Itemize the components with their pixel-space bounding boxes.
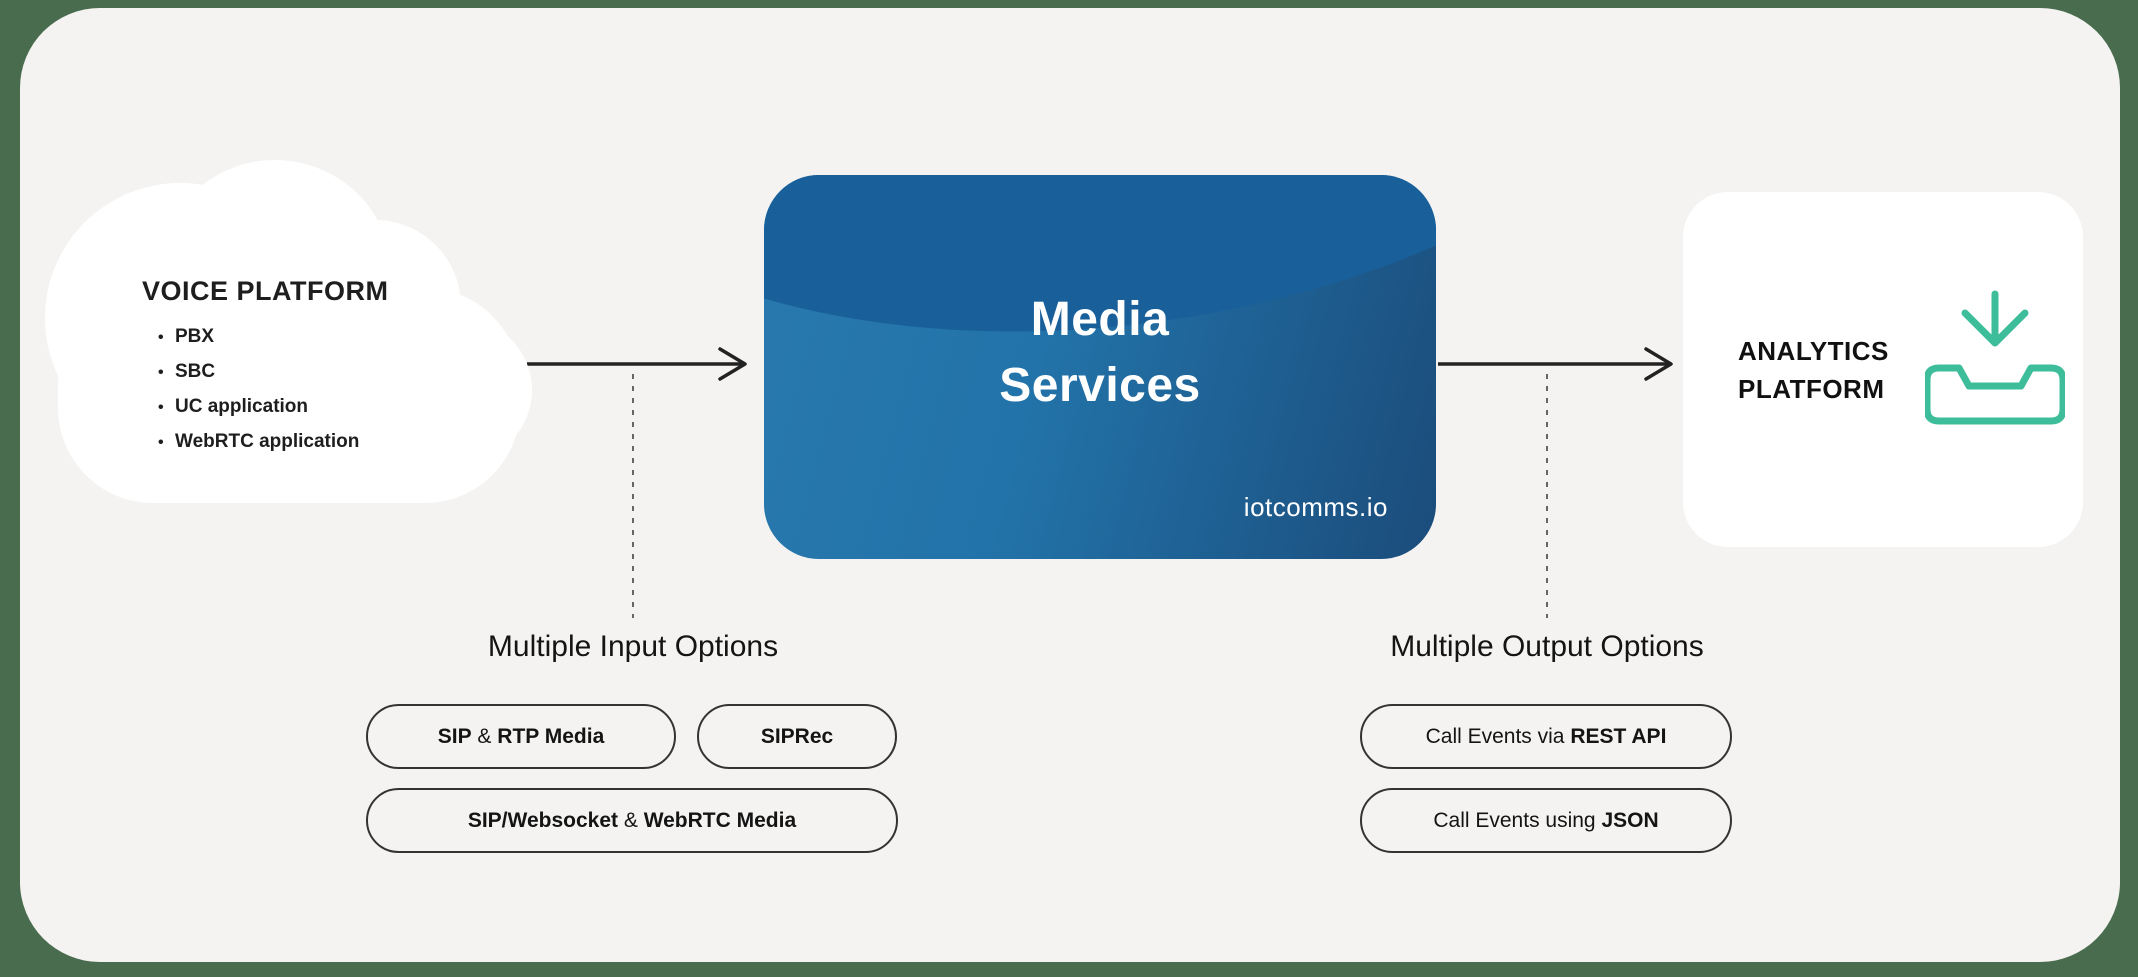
bullet-icon: • [158,364,164,381]
analytics-platform-box: ANALYTICS PLATFORM [1683,192,2083,547]
cloud-shape-icon [45,160,532,503]
brand-label: iotcomms.io [1243,492,1388,522]
download-inbox-icon [1925,290,2065,425]
voice-platform-cloud: VOICE PLATFORM •PBX •SBC •UC application… [40,148,535,510]
pill-call-events-json: Call Events using JSON [1360,788,1732,853]
analytics-platform-title: ANALYTICS PLATFORM [1738,336,1889,404]
pill-sip-rtp-media: SIP & RTP Media [366,704,676,769]
voice-platform-list: •PBX •SBC •UC application •WebRTC applic… [158,320,359,460]
multiple-output-options-label: Multiple Output Options [1390,630,1704,663]
list-item: •WebRTC application [158,425,359,460]
multiple-input-options-label: Multiple Input Options [487,630,779,663]
pill-siprec: SIPRec [697,704,897,769]
pill-call-events-rest-api: Call Events via REST API [1360,704,1732,769]
media-services-box: Media Services iotcomms.io [764,175,1436,559]
media-services-title: Media Services [999,293,1201,412]
pill-sip-websocket-webrtc-media: SIP/Websocket & WebRTC Media [366,788,898,853]
list-item: •SBC [158,355,359,390]
voice-platform-title: VOICE PLATFORM [142,276,389,306]
bullet-icon: • [158,329,164,346]
list-item: •PBX [158,320,359,355]
bullet-icon: • [158,434,164,451]
list-item: •UC application [158,390,359,425]
bullet-icon: • [158,399,164,416]
